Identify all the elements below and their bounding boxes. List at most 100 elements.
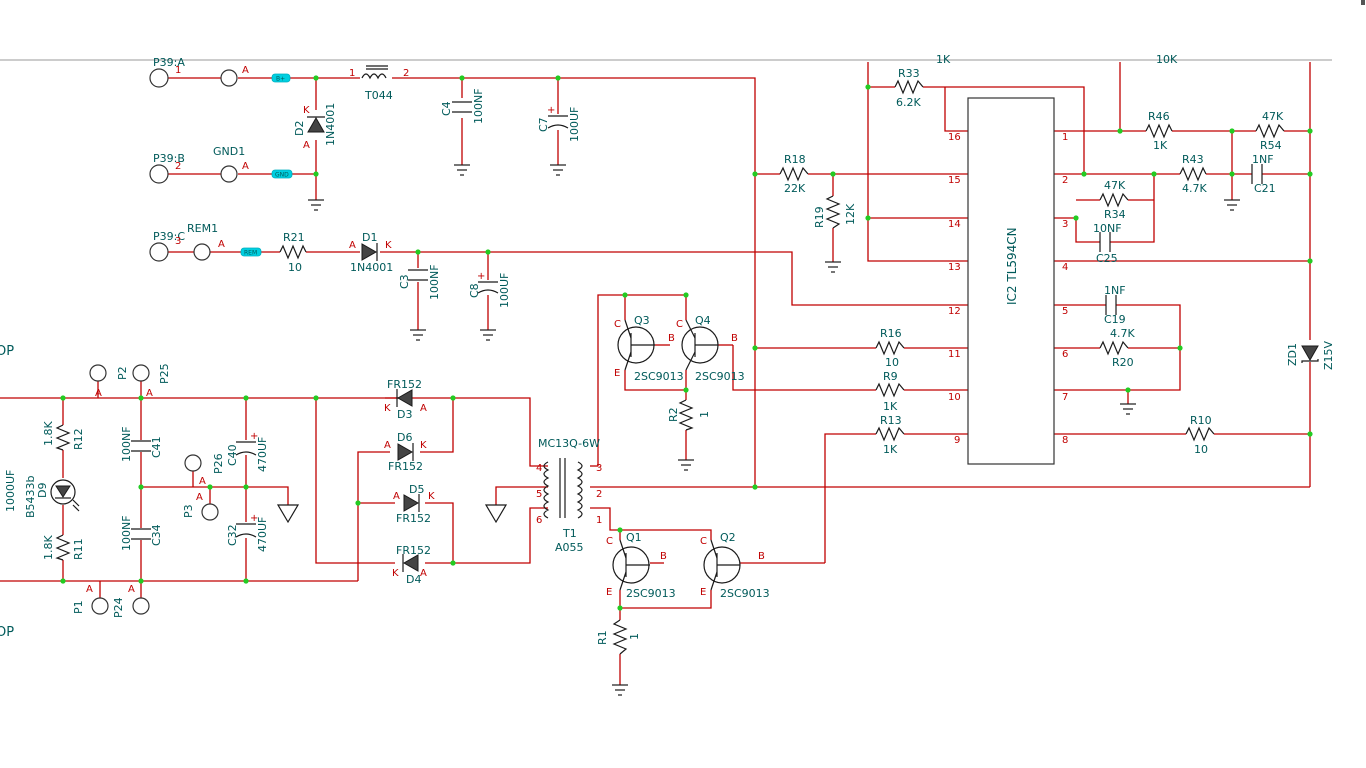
svg-text:C32: C32 (226, 524, 239, 546)
svg-text:C: C (676, 319, 683, 330)
svg-text:1000UF: 1000UF (4, 470, 17, 512)
svg-text:B: B (731, 333, 738, 344)
capacitor-c41: 100NF C41 (120, 426, 163, 462)
svg-text:FR152: FR152 (396, 544, 431, 557)
svg-text:Q2: Q2 (720, 531, 736, 544)
pin-a-label: A (218, 239, 225, 250)
svg-text:2: 2 (1062, 175, 1068, 186)
resistor-r12: 1.8K R12 (42, 421, 85, 451)
svg-text:R1: R1 (596, 630, 609, 645)
resistor-r34: 47K R34 (1099, 179, 1129, 221)
svg-text:REM: REM (244, 250, 257, 257)
transistor-q3: C B E Q3 2SC9013 (614, 314, 684, 383)
corner-mark (1361, 0, 1365, 5)
svg-text:14: 14 (948, 219, 961, 230)
svg-text:5: 5 (536, 489, 542, 500)
testpoint-p2[interactable]: A P2 (89, 364, 129, 399)
connector-p39b[interactable]: P39:B 2 GND1 A (149, 145, 249, 184)
svg-text:12K: 12K (844, 203, 857, 225)
svg-text:C3: C3 (398, 274, 411, 289)
transistor-q2: C B E Q2 2SC9013 (700, 531, 770, 600)
led-d9: D9 B5433b 1000UF (4, 470, 80, 518)
svg-text:2SC9013: 2SC9013 (634, 370, 684, 383)
svg-text:R19: R19 (813, 206, 826, 228)
svg-text:D1: D1 (362, 231, 377, 244)
capacitor-c8: + C8 100UF (468, 271, 511, 308)
rem1-label: REM1 (187, 222, 218, 235)
svg-text:C4: C4 (440, 101, 453, 116)
connector-p39a[interactable]: P39:A 1 A (149, 56, 249, 88)
svg-text:E: E (700, 587, 706, 598)
transformer-t1: 4 5 6 3 2 1 MC13Q-6W T1 A055 (536, 437, 602, 554)
svg-text:22K: 22K (784, 182, 806, 195)
svg-text:Q3: Q3 (634, 314, 650, 327)
svg-text:K: K (392, 568, 399, 579)
svg-text:R16: R16 (880, 327, 902, 340)
p39a-pin: 1 (175, 65, 181, 76)
net-label-gnd: GND (271, 169, 293, 179)
svg-text:4: 4 (536, 463, 542, 474)
svg-text:K: K (385, 240, 392, 251)
svg-text:1K: 1K (883, 400, 898, 413)
svg-text:K: K (428, 491, 435, 502)
svg-text:GND: GND (275, 172, 289, 179)
testpoint-p3[interactable]: A P3 (182, 492, 219, 521)
svg-text:12: 12 (948, 306, 961, 317)
svg-text:T1: T1 (562, 527, 577, 540)
svg-text:R2: R2 (667, 407, 680, 422)
svg-text:R46: R46 (1148, 110, 1170, 123)
svg-text:R12: R12 (72, 428, 85, 450)
svg-text:K: K (303, 105, 310, 116)
svg-text:16: 16 (948, 132, 961, 143)
svg-text:R43: R43 (1182, 153, 1204, 166)
svg-text:Z15V: Z15V (1322, 340, 1335, 370)
svg-text:R9: R9 (883, 370, 898, 383)
capacitor-c40: + C40 470UF (226, 431, 269, 472)
svg-text:R33: R33 (898, 67, 920, 80)
svg-text:P25: P25 (158, 363, 171, 384)
svg-text:E: E (614, 368, 620, 379)
svg-text:2SC9013: 2SC9013 (695, 370, 745, 383)
svg-text:P1: P1 (72, 600, 85, 614)
pin-a-label: A (242, 161, 249, 172)
diode-d4: FR152 K A D4 (392, 544, 431, 586)
testpoint-p24[interactable]: A P24 (112, 584, 150, 618)
svg-text:1: 1 (596, 515, 602, 526)
svg-text:1K: 1K (883, 443, 898, 456)
svg-text:E: E (606, 587, 612, 598)
svg-text:C40: C40 (226, 444, 239, 466)
svg-text:10NF: 10NF (1093, 222, 1122, 235)
svg-text:A: A (384, 440, 391, 451)
testpoint-p25[interactable]: A P25 (132, 363, 171, 399)
svg-text:R20: R20 (1112, 356, 1134, 369)
svg-text:1NF: 1NF (1104, 284, 1126, 297)
diode-d1: A K D1 1N4001 (349, 231, 393, 274)
svg-text:A: A (196, 492, 203, 503)
svg-text:4.7K: 4.7K (1182, 182, 1207, 195)
svg-text:100NF: 100NF (472, 88, 485, 124)
svg-text:2SC9013: 2SC9013 (626, 587, 676, 600)
svg-text:B: B (660, 551, 667, 562)
svg-text:3: 3 (1062, 219, 1068, 230)
capacitor-c32: + C32 470UF (226, 513, 269, 552)
svg-text:1N4001: 1N4001 (350, 261, 393, 274)
testpoint-p1[interactable]: A P1 (72, 584, 109, 615)
connector-p39c[interactable]: P39:C 3 REM1 A (149, 222, 225, 262)
svg-text:T044: T044 (364, 89, 393, 102)
capacitor-c34: 100NF C34 (120, 515, 163, 551)
svg-text:P2: P2 (116, 366, 129, 380)
zener-zd1: ZD1 Z15V (1286, 340, 1335, 370)
svg-text:ZD1: ZD1 (1286, 343, 1299, 366)
svg-text:7: 7 (1062, 392, 1068, 403)
capacitor-c21: 1NF C21 (1251, 153, 1276, 195)
testpoint-p26[interactable]: A P26 (184, 453, 225, 487)
svg-text:4.7K: 4.7K (1110, 327, 1135, 340)
svg-text:13: 13 (948, 262, 961, 273)
svg-text:B5433b: B5433b (24, 475, 37, 518)
svg-text:+: + (547, 105, 555, 116)
resistor-r43: R43 4.7K (1179, 153, 1207, 195)
svg-text:C21: C21 (1254, 182, 1276, 195)
capacitor-c19: 1NF C19 (1104, 284, 1126, 326)
resistor-r21: R21 10 (279, 231, 307, 274)
resistor-r1: R1 1 (596, 619, 641, 655)
